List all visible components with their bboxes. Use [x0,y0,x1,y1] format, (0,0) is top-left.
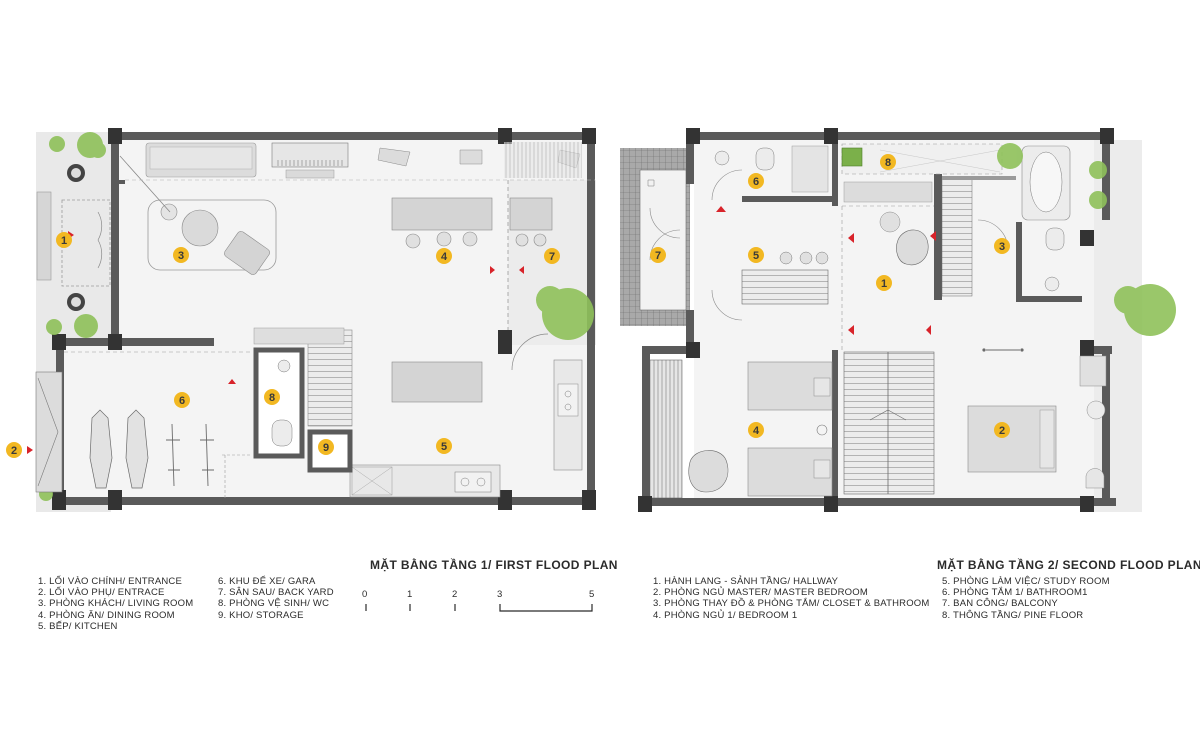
legend-item: 3. PHÒNG THAY ĐỒ & PHÒNG TẮM/ CLOSET & B… [653,598,930,610]
second-floor-room-markers: 1 2 3 4 5 6 7 8 [650,154,1010,438]
room-marker-circle [264,389,280,405]
scale-label: 0 [362,589,367,600]
room-marker-circle [436,248,452,264]
rug-icon [147,199,277,271]
garage-door [35,371,63,493]
lounge-chair-icon [896,229,929,266]
coffee-table-icon [181,209,219,247]
toilet-icon [271,419,293,447]
scale-label: 5 [589,589,594,600]
stair-icon [843,351,935,495]
room-marker-label: 2 [999,425,1005,437]
legend-item: 5. PHÒNG LÀM VIỆC/ STUDY ROOM [942,576,1110,587]
stove-icon [454,471,492,493]
legend-item: 4. PHÒNG ĂN/ DINING ROOM [38,609,175,621]
room-marker-label: 3 [178,250,184,262]
dining-table-icon [391,197,493,231]
room-marker-label: 9 [323,442,329,454]
room-marker-circle [748,422,764,438]
room-marker-label: 3 [999,241,1005,253]
room-marker-circle [544,248,560,264]
legend-item: 8. THÔNG TẦNG/ PINE FLOOR [942,609,1084,621]
planter-icon [67,164,85,311]
room-marker-label: 8 [885,157,891,169]
room-marker-label: 4 [441,251,448,263]
toilet-icon [1045,227,1065,251]
scale-bar: 0 1 2 3 5 [362,589,594,612]
legend-item: 7. BAN CÔNG/ BALCONY [942,598,1058,610]
legend-item: 2. LỐI VÀO PHỤ/ ENTRACE [38,587,165,599]
balcony-area [639,169,687,311]
room-marker-circle [880,154,896,170]
legend-item: 5. BẾP/ KITCHEN [38,620,118,632]
room-marker-circle [174,392,190,408]
legend-item: 9. KHO/ STORAGE [218,609,304,621]
room-marker-circle [56,232,72,248]
legend-item: 1. HÀNH LANG - SẢNH TẦNG/ HALLWAY [653,576,839,587]
legend-item: 1. LỐI VÀO CHÍNH/ ENTRANCE [38,576,183,587]
room-marker-circle [6,442,22,458]
first-floor-room-markers: 1 2 3 4 5 6 7 8 9 [6,232,560,458]
room-marker-label: 7 [655,250,661,262]
room-marker-label: 5 [441,441,447,453]
bedroom-balcony [647,359,683,499]
motorbike-icon [89,409,149,489]
room-marker-label: 7 [549,251,555,263]
first-floor-plan [27,128,596,512]
room-marker-circle [876,275,892,291]
dining-chairs-icon [405,231,547,249]
void-pine-floor [841,143,1003,175]
legend-item: 6. PHÒNG TẮM 1/ BATHROOM1 [942,587,1088,599]
lounge-chair-icon [688,450,729,493]
armchair-icon [224,231,270,275]
room-marker-label: 6 [753,176,759,188]
legend-item: 2. PHÒNG NGỦ MASTER/ MASTER BEDROOM [653,587,868,599]
kitchen-island-icon [391,361,483,403]
room-marker-label: 1 [61,235,67,247]
room-marker-circle [318,439,334,455]
stair-icon [307,329,353,427]
room-marker-label: 4 [753,425,760,437]
room-marker-label: 1 [881,278,887,290]
second-floor-plan [620,128,1176,512]
shrub-icon [39,132,594,501]
scale-label: 3 [497,589,502,600]
legend-item: 7. SÂN SAU/ BACK YARD [218,587,334,599]
second-floor-title: MẶT BẰNG TẦNG 2/ SECOND FLOOD PLAN [937,558,1200,572]
room-marker-label: 2 [11,445,17,457]
room-marker-label: 8 [269,392,275,404]
scale-label: 2 [452,589,457,600]
room-marker-label: 5 [753,250,759,262]
room-marker-circle [748,173,764,189]
room-marker-circle [436,438,452,454]
legend-item: 8. PHÒNG VỆ SINH/ WC [218,598,330,610]
shrub-icon [997,143,1176,336]
room-marker-label: 6 [179,395,185,407]
room-marker-circle [173,247,189,263]
scale-label: 1 [407,589,412,600]
legend-item: 6. KHU ĐỂ XE/ GARA [218,576,316,587]
legend-item: 3. PHÒNG KHÁCH/ LIVING ROOM [38,598,194,610]
legend-item: 4. PHÒNG NGỦ 1/ BEDROOM 1 [653,609,798,621]
direction-arrow-icon [716,206,936,335]
room-marker-circle [994,238,1010,254]
room-marker-circle [650,247,666,263]
room-marker-circle [748,247,764,263]
toilet-icon [755,147,775,171]
bicycle-icon [166,423,214,487]
room-marker-circle [994,422,1010,438]
first-floor-title: MẶT BẰNG TẦNG 1/ FIRST FLOOD PLAN [370,558,618,572]
entrance-bench [36,191,52,281]
study-desk-icon [741,269,829,305]
